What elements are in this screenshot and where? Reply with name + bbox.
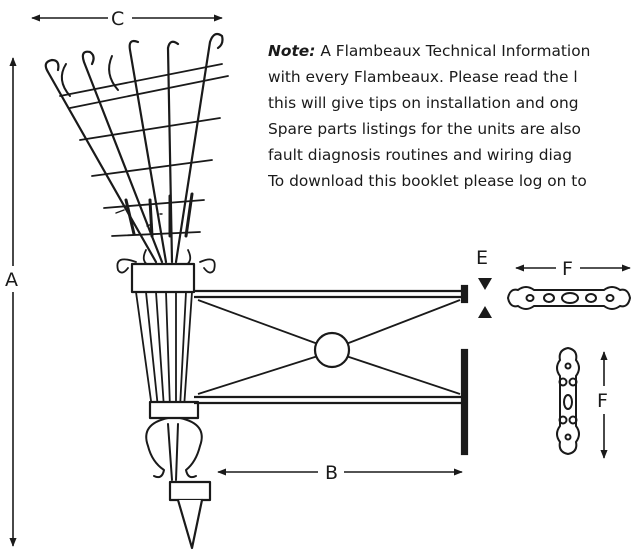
lower-collar	[148, 400, 200, 420]
dimension-c: C	[31, 8, 223, 30]
dimension-e-label: E	[476, 247, 488, 269]
note-label: Note:	[268, 42, 316, 60]
dimension-f-horizontal-label: F	[562, 258, 573, 280]
note-line-5: fault diagnosis routines and wiring diag	[268, 146, 573, 164]
ground-spike	[176, 498, 204, 550]
basket-tines	[44, 32, 224, 264]
note-line-6: To download this booklet please log on t…	[268, 172, 587, 190]
note-line-3: this will give tips on installation and …	[268, 94, 579, 112]
dimension-b: B	[217, 462, 463, 484]
note-line-4: Spare parts listings for the units are a…	[268, 120, 581, 138]
wall-plate-bottom	[460, 348, 469, 456]
dimension-f-horizontal: F	[515, 258, 631, 280]
twisted-rods	[124, 192, 194, 238]
technical-note: Note: A Flambeaux Technical Information …	[268, 38, 636, 194]
note-line-2: with every Flambeaux. Please read the l	[268, 68, 578, 86]
wall-bracket	[194, 284, 469, 456]
dimension-a-label: A	[5, 269, 18, 291]
note-line-1: Note: A Flambeaux Technical Information	[268, 42, 591, 60]
torch-body	[44, 32, 229, 550]
dimension-a: A	[5, 57, 18, 547]
wall-plate-top	[460, 284, 469, 304]
dimension-f-vertical-label: F	[597, 390, 608, 412]
torch-shaft	[135, 291, 193, 409]
dimension-f-vertical: F	[597, 351, 608, 459]
bracket-center-ring	[313, 331, 351, 369]
wall-plate-detail-vertical	[556, 346, 580, 456]
dimension-b-label: B	[325, 462, 338, 484]
basket-rings	[59, 63, 229, 237]
wall-plate-detail-horizontal	[506, 286, 632, 310]
dimension-c-label: C	[111, 8, 124, 30]
upper-collar	[130, 262, 196, 294]
lyre-ornament	[145, 417, 203, 481]
foot-collar	[168, 480, 212, 502]
dimension-e: E	[476, 247, 492, 318]
